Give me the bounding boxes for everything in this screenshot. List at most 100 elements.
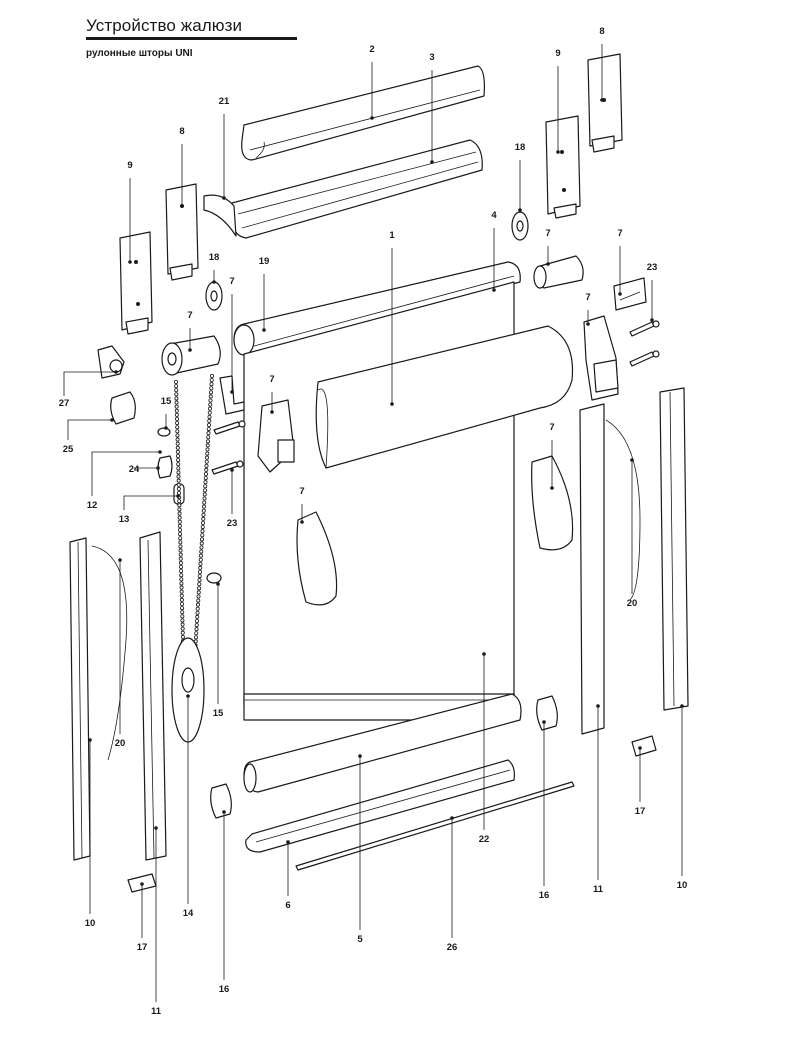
callout-number-c18b: 18 — [515, 142, 526, 153]
end-cap-left — [210, 783, 232, 819]
cord-guide-left — [296, 511, 338, 606]
chain-right-bead — [202, 500, 207, 505]
chain-right-bead — [198, 561, 203, 566]
chain-right-bead — [207, 414, 212, 419]
callout-number-c7d: 7 — [229, 276, 234, 287]
right-guide-rail-outer — [659, 387, 689, 711]
chain-right-bead — [204, 455, 209, 460]
screw-right-lower — [629, 350, 660, 367]
chain-right-bead — [203, 480, 208, 485]
tension-device — [97, 345, 125, 379]
chain-right-bead — [195, 602, 200, 607]
chain-left-bead — [175, 437, 180, 442]
callout-number-c19: 19 — [259, 256, 270, 267]
chain-left-bead — [175, 449, 180, 454]
callout-dot-c1 — [390, 402, 394, 406]
chain-left-bead — [176, 486, 181, 491]
chain-left-bead — [178, 540, 183, 545]
callout-dot-c9a — [128, 260, 132, 264]
chain-left-bead — [175, 429, 180, 434]
page-subtitle: рулонные шторы UNI — [86, 48, 193, 59]
weight-disc — [171, 637, 205, 743]
chain-right-bead — [195, 606, 200, 611]
chain-right-bead — [207, 410, 212, 415]
callout-dot-c17b — [638, 746, 642, 750]
callout-dot-c7f — [270, 410, 274, 414]
left-guide-rail-inner — [139, 531, 167, 861]
chain-right-bead — [205, 447, 210, 452]
chain-right-bead — [202, 492, 207, 497]
chain-right-bead — [198, 565, 203, 570]
callout-number-c7a: 7 — [545, 228, 550, 239]
chain-left-bead — [180, 634, 185, 639]
callout-number-c21: 21 — [219, 96, 230, 107]
chain-right-bead — [199, 545, 204, 550]
chain-left-bead — [179, 602, 184, 607]
chain-right-bead — [196, 586, 201, 591]
callout-number-c23b: 23 — [227, 518, 238, 529]
chain-right-bead — [195, 614, 200, 619]
left-bracket — [119, 231, 153, 335]
chain-left-bead — [179, 569, 184, 574]
callout-number-c17a: 17 — [137, 942, 148, 953]
chain-left-bead — [175, 421, 180, 426]
bead-chain — [173, 373, 214, 681]
chain-right-bead — [205, 439, 210, 444]
chain-left-bead — [179, 577, 184, 582]
callout-number-c11a: 11 — [151, 1006, 162, 1017]
chain-right-bead — [194, 631, 199, 636]
chain-left-bead — [174, 404, 179, 409]
chain-left-bead — [179, 585, 184, 590]
callout-dot-c3 — [430, 160, 434, 164]
chain-right-bead — [207, 418, 212, 423]
left-clip — [165, 183, 199, 281]
callout-dot-c7a — [546, 262, 550, 266]
callout-number-c8a: 8 — [179, 126, 184, 137]
chain-left-bead — [177, 515, 182, 520]
right-bracket-mount — [613, 277, 647, 311]
chain-right-bead — [194, 619, 199, 624]
chain-right-bead — [194, 623, 199, 628]
chain-left-bead — [177, 503, 182, 508]
callout-number-c7b: 7 — [617, 228, 622, 239]
chain-left-bead — [174, 384, 179, 389]
chain-right-bead — [197, 582, 202, 587]
chain-left-bead — [179, 573, 184, 578]
end-plug-left — [161, 335, 221, 376]
chain-left-bead — [174, 396, 179, 401]
callout-number-c12: 12 — [87, 500, 98, 511]
callout-dot-c27 — [114, 370, 118, 374]
callout-dot-c16a — [222, 810, 226, 814]
callout-dot-c19 — [262, 328, 266, 332]
callout-number-c20b: 20 — [627, 598, 638, 609]
callout-dot-c26 — [450, 816, 454, 820]
chain-left-bead — [175, 445, 180, 450]
callout-number-c9a: 9 — [127, 160, 132, 171]
chain-right-bead — [195, 610, 200, 615]
screw-right-upper — [629, 320, 660, 337]
chain-right-bead — [209, 386, 214, 391]
right-bracket — [545, 115, 581, 219]
chain-left-bead — [175, 433, 180, 438]
callout-number-c7g: 7 — [299, 486, 304, 497]
chain-right-bead — [200, 533, 205, 538]
cassette-side-profile — [203, 194, 237, 237]
chain-right-bead — [200, 521, 205, 526]
chain-right-bead — [207, 406, 212, 411]
callout-dot-c21 — [222, 196, 226, 200]
callout-number-c18a: 18 — [209, 252, 220, 263]
chain-left-bead — [176, 482, 181, 487]
callout-dot-c10b — [680, 704, 684, 708]
callout-dot-c25 — [110, 418, 114, 422]
callout-number-c16a: 16 — [219, 984, 230, 995]
right-chain-mechanism — [583, 315, 619, 401]
callout-dot-c7d — [230, 390, 234, 394]
chain-right-bead — [206, 422, 211, 427]
chain-left-bead — [176, 490, 181, 495]
chain-left-bead — [175, 453, 180, 458]
callout-dot-c5 — [358, 754, 362, 758]
right-guide-profile — [579, 403, 605, 735]
callout-number-c9b: 9 — [555, 48, 560, 59]
chain-right-bead — [208, 390, 213, 395]
chain-left-bead — [180, 626, 185, 631]
